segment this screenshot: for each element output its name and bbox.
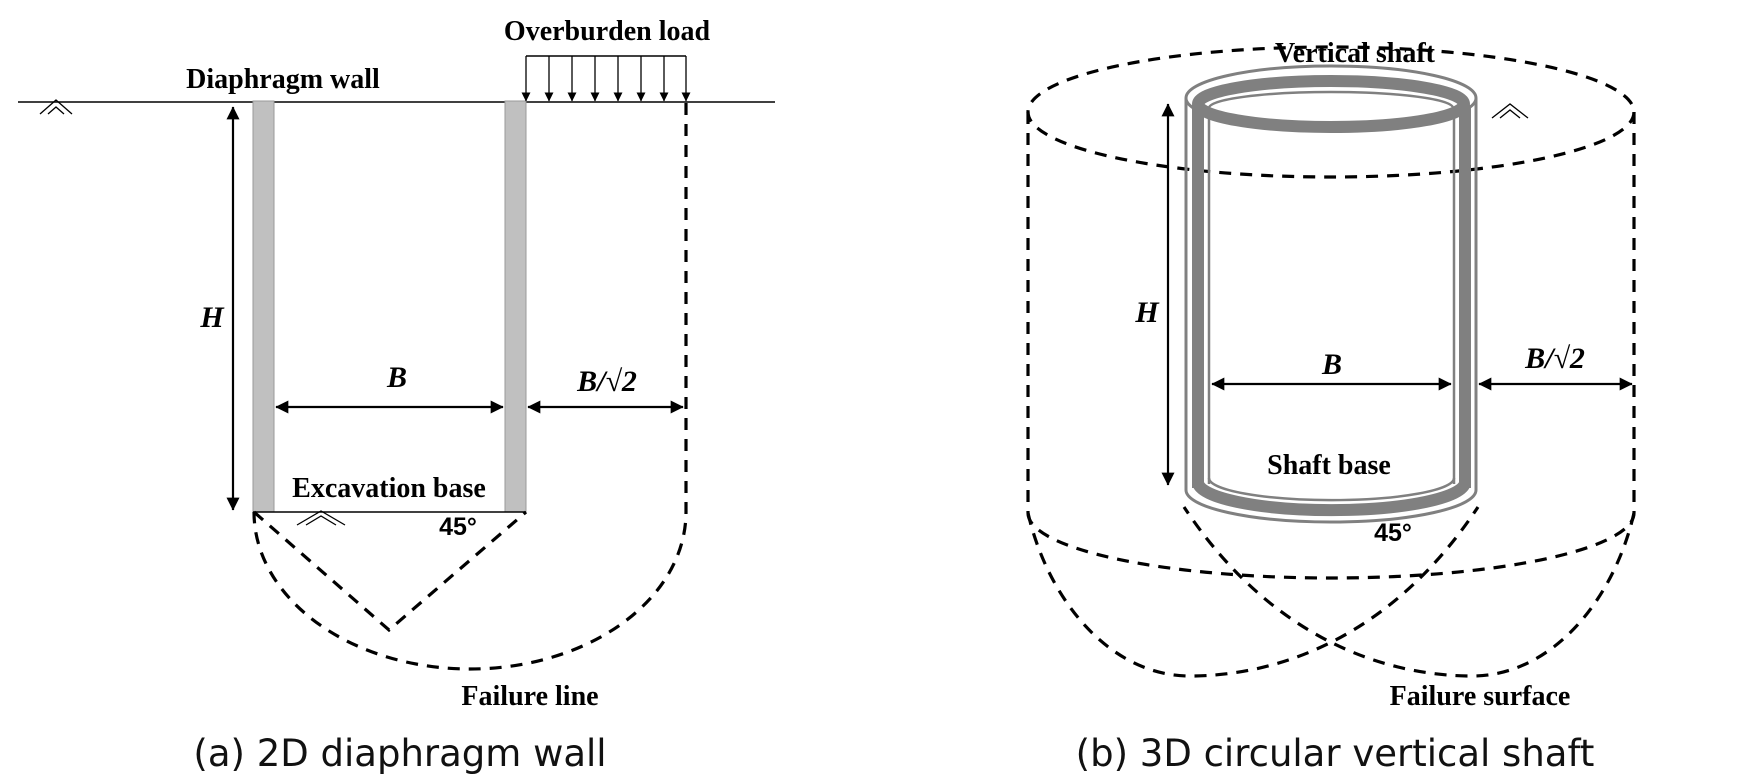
angle-label: 45° (439, 513, 477, 541)
diaphragm-wall-label: Diaphragm wall (186, 64, 380, 95)
vertical-shaft (1184, 64, 1478, 524)
failure-surface-label: Failure surface (1390, 681, 1571, 712)
diaphragm-wall-left (252, 100, 275, 513)
excavation-base-label: Excavation base (292, 473, 486, 504)
failure-surface-curve-left (1026, 506, 1480, 678)
diaphragm-wall-right (504, 100, 527, 513)
failure-line (252, 103, 688, 671)
offset-label: B/√2 (576, 365, 637, 398)
vertical-shaft-label: Vertical shaft (1275, 38, 1436, 69)
offset-label: B/√2 (1524, 342, 1585, 375)
angle-label: 45° (1374, 519, 1412, 547)
panel-3d-circular-shaft: Vertical shaft H B B/√2 Shaft base 45° F… (1026, 38, 1636, 775)
caption-a: (a) 2D diaphragm wall (193, 732, 606, 775)
height-label: H (1134, 296, 1160, 329)
failure-line-label: Failure line (461, 681, 598, 712)
panel-2d-diaphragm-wall: Overburden load Diaphragm wall H B B/√2 … (18, 16, 775, 775)
failure-wedge-lines (252, 510, 528, 633)
ground-hatch-icon (296, 510, 346, 526)
failure-cylinder-bottom-front (1026, 512, 1636, 580)
height-label: H (199, 301, 225, 334)
ground-hatch-icon (39, 99, 73, 115)
overburden-load-arrows (521, 55, 691, 102)
caption-b: (b) 3D circular vertical shaft (1076, 732, 1595, 775)
shaft-base-label: Shaft base (1267, 450, 1391, 481)
failure-surface-curve-right (1182, 506, 1636, 678)
width-label: B (386, 361, 407, 394)
ground-hatch-icon (1491, 103, 1529, 119)
width-label: B (1321, 348, 1342, 381)
overburden-load-label: Overburden load (504, 16, 711, 47)
